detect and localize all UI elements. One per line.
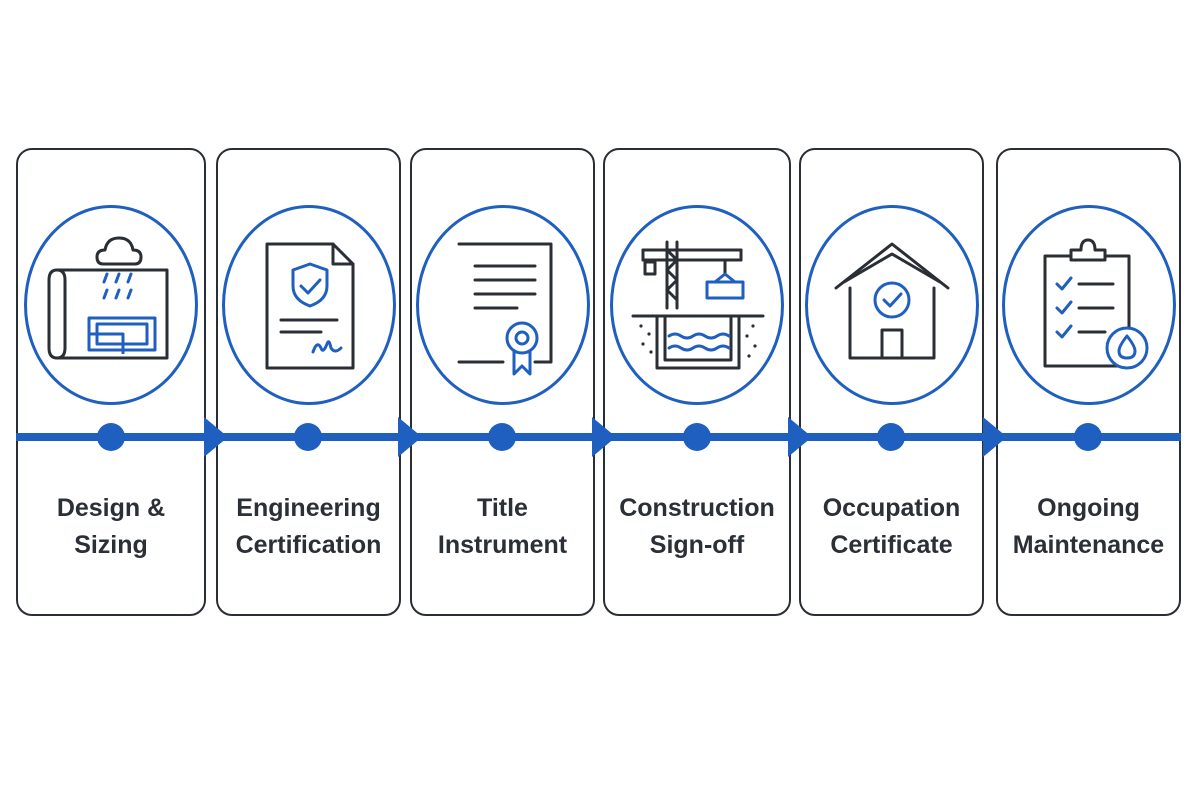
house-check-icon: [834, 242, 949, 360]
icon-circle: [610, 205, 784, 405]
checklist-drop-icon: [1043, 238, 1148, 370]
step-card-engineering-certification: Engineering Certification: [216, 148, 401, 616]
step-label: Ongoing Maintenance: [1012, 494, 1165, 559]
certified-document-icon: [265, 242, 354, 370]
crane-tank-icon: [631, 240, 765, 370]
icon-circle: [415, 205, 590, 405]
icon-circle: [1001, 205, 1176, 405]
step-card-ongoing-maintenance: Ongoing Maintenance: [996, 148, 1181, 616]
step-label: Design & Sizing: [56, 494, 166, 559]
icon-circle: [221, 205, 396, 405]
icon-circle: [24, 205, 198, 405]
step-card-design-sizing: Design & Sizing: [16, 148, 206, 616]
icon-circle: [804, 205, 979, 405]
step-label: Occupation Certificate: [822, 494, 961, 559]
step-label: Engineering Certification: [235, 494, 382, 559]
step-label: Construction Sign-off: [619, 494, 775, 559]
step-card-construction-signoff: Construction Sign-off: [603, 148, 791, 616]
step-label: Title Instrument: [437, 494, 568, 559]
title-deed-icon: [457, 242, 552, 376]
blueprint-rain-icon: [47, 236, 169, 360]
step-card-title-instrument: Title Instrument: [410, 148, 595, 616]
step-card-occupation-certificate: Occupation Certificate: [799, 148, 984, 616]
